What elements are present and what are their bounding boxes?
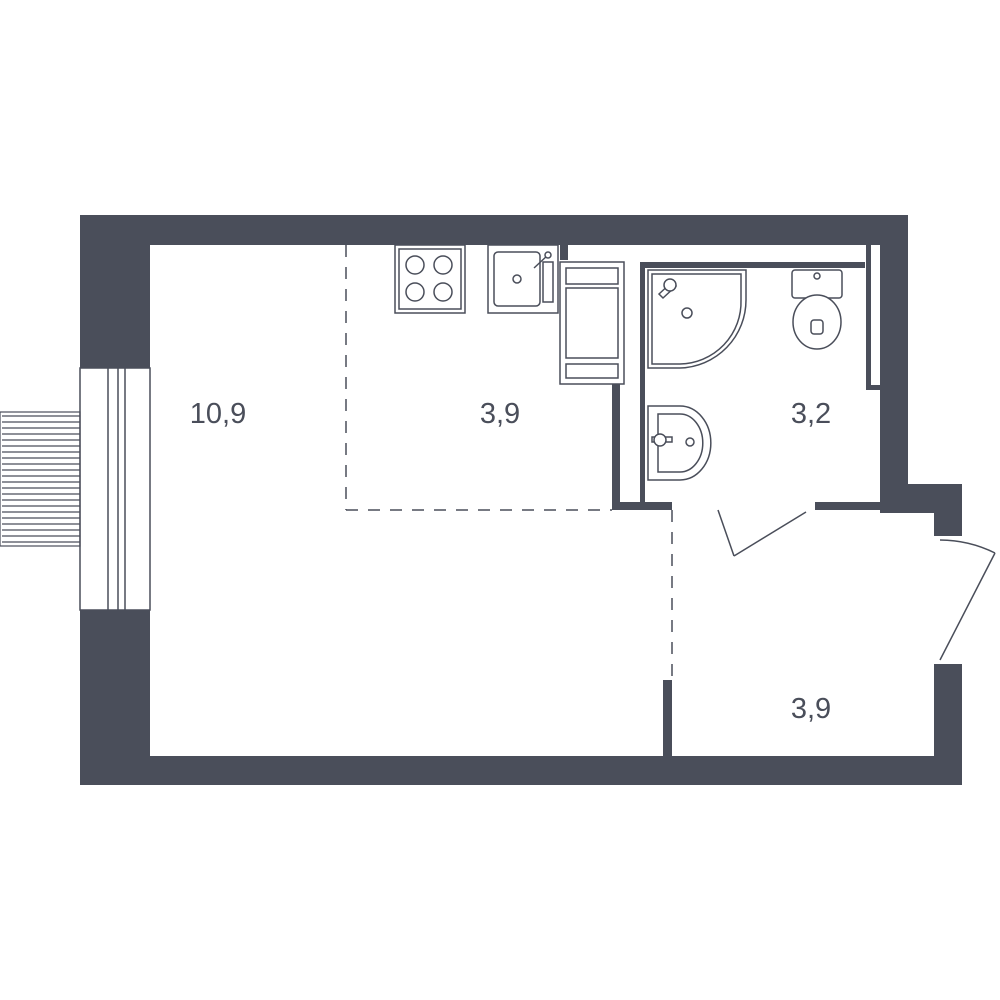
hallway-partition	[663, 680, 672, 760]
washbasin-icon	[647, 405, 712, 481]
bathroom-door[interactable]	[717, 509, 807, 557]
bathroom-top-wall	[640, 262, 865, 268]
exterior-walls	[80, 215, 962, 785]
refrigerator-icon	[559, 261, 625, 385]
shaft-left-wall	[866, 245, 871, 390]
top-wall	[80, 215, 908, 245]
shaft-wall	[560, 245, 568, 260]
room-area-bathroom: 3,2	[791, 398, 831, 430]
toilet-icon	[791, 269, 843, 350]
left-wall-upper	[80, 215, 150, 368]
kitchen-sink-icon	[487, 244, 559, 314]
railing-frame	[0, 411, 81, 547]
room-area-living: 10,9	[190, 398, 246, 430]
bottom-wall	[80, 756, 962, 785]
entrance-door[interactable]	[939, 539, 996, 661]
room-area-hallway: 3,9	[791, 693, 831, 725]
zone-boundaries	[345, 245, 673, 680]
left-wall-lower	[80, 610, 150, 785]
shaft-bottom-wall	[866, 385, 880, 390]
entrance-jamb-top	[934, 484, 962, 536]
bathroom-bottom-wall-right	[815, 502, 880, 510]
bathroom-bottom-wall-left	[612, 502, 672, 510]
shower-cabin-icon	[647, 269, 747, 369]
stove-icon	[394, 244, 466, 314]
window	[79, 367, 151, 611]
entrance-jamb-bottom	[934, 664, 962, 785]
bathroom-left-wall-inner	[640, 262, 645, 502]
bathroom-left-wall-outer	[612, 262, 620, 510]
interior-walls	[560, 245, 880, 760]
balcony-railing	[0, 411, 81, 547]
room-area-kitchen: 3,9	[480, 398, 520, 430]
right-wall-upper	[880, 215, 908, 513]
